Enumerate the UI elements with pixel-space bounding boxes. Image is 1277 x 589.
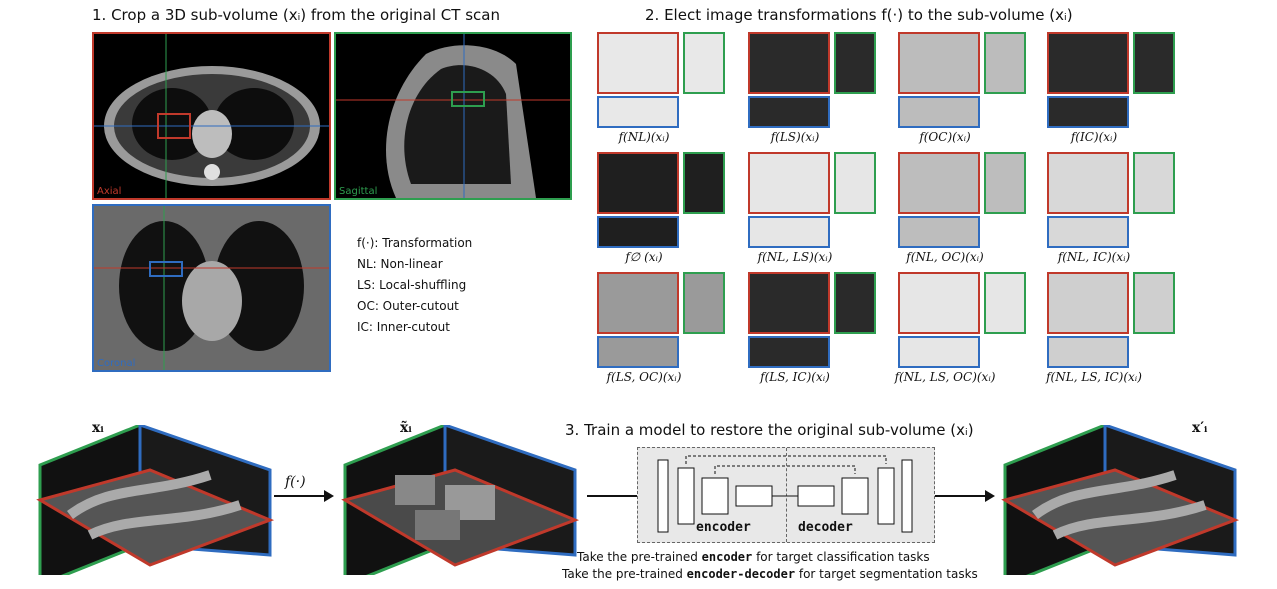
transform-sagittal-tile [834, 32, 876, 94]
transform-label: f(NL, LS)(xᵢ) [757, 250, 833, 264]
legend-item: NL: Non-linear [357, 257, 443, 271]
output-label: x′ᵢ [1192, 420, 1208, 436]
network-diagram: encoder decoder [637, 447, 935, 543]
step2-title: 2. Elect image transformations f(·) to t… [645, 6, 1073, 24]
transform-coronal-tile [898, 96, 980, 128]
transform-label: f(NL)(xᵢ) [618, 130, 670, 144]
transform-label: f∅ (xᵢ) [625, 250, 663, 264]
transform-label: f(NL, LS, IC)(xᵢ) [1046, 370, 1142, 384]
transform-coronal-tile [748, 216, 830, 248]
output-volume [1001, 425, 1240, 575]
coronal-view: Coronal [92, 204, 331, 372]
input-label: xᵢ [92, 420, 104, 436]
transform-coronal-tile [597, 216, 679, 248]
transform-axial-tile [1047, 272, 1129, 334]
transform-axial-tile [597, 272, 679, 334]
transform-sagittal-tile [984, 272, 1026, 334]
transform-axial-tile [1047, 32, 1129, 94]
transform-axial-tile [748, 152, 830, 214]
legend: f(·): Transformation NL: Non-linear LS: … [357, 236, 472, 341]
transform-coronal-tile [597, 336, 679, 368]
transform-sagittal-tile [1133, 152, 1175, 214]
transform-coronal-tile [898, 336, 980, 368]
transform-arrow-label: f(·) [285, 474, 306, 490]
input-volume [36, 425, 275, 575]
transform-coronal-tile [1047, 336, 1129, 368]
transform-axial-tile [597, 152, 679, 214]
transform-label: f(LS, OC)(xᵢ) [606, 370, 682, 384]
coronal-label: Coronal [97, 358, 136, 369]
legend-item: LS: Local-shuffling [357, 278, 467, 292]
transform-label: f(IC)(xᵢ) [1070, 130, 1118, 144]
step3-title: 3. Train a model to restore the original… [565, 421, 974, 439]
transform-sagittal-tile [984, 152, 1026, 214]
transform-sagittal-tile [834, 152, 876, 214]
transformed-volume [341, 425, 580, 575]
transformed-label: x̃ᵢ [400, 420, 412, 436]
transform-label: f(OC)(xᵢ) [919, 130, 971, 144]
transform-axial-tile [748, 272, 830, 334]
transform-sagittal-tile [984, 32, 1026, 94]
step1-title: 1. Crop a 3D sub-volume (xᵢ) from the or… [92, 6, 500, 24]
transform-axial-tile [898, 152, 980, 214]
transform-label: f(NL, OC)(xᵢ) [906, 250, 984, 264]
network-to-output-arrow [935, 490, 995, 502]
transform-sagittal-tile [683, 32, 725, 94]
encoder-label: encoder [696, 520, 751, 535]
transform-coronal-tile [748, 96, 830, 128]
transform-coronal-tile [898, 216, 980, 248]
transform-coronal-tile [748, 336, 830, 368]
legend-item: OC: Outer-cutout [357, 299, 459, 313]
transform-axial-tile [898, 32, 980, 94]
note-segmentation: Take the pre-trained encoder-decoder for… [562, 567, 978, 581]
note1-code: encoder [701, 550, 753, 564]
input-to-network-arrow [587, 495, 639, 497]
decoder-label: decoder [798, 520, 853, 535]
transform-coronal-tile [597, 96, 679, 128]
transform-axial-tile [597, 32, 679, 94]
note2-suffix: for target segmentation tasks [795, 567, 978, 581]
note1-text: Take the pre-trained [577, 550, 702, 564]
axial-view: Axial [92, 32, 331, 200]
transform-sagittal-tile [683, 152, 725, 214]
encoder-block [638, 448, 787, 542]
legend-item: IC: Inner-cutout [357, 320, 450, 334]
note2-code: encoder-decoder [686, 567, 796, 581]
transform-axial-tile [898, 272, 980, 334]
axial-label: Axial [97, 186, 122, 197]
transform-sagittal-tile [1133, 32, 1175, 94]
transform-arrow [274, 490, 334, 502]
note-classification: Take the pre-trained encoder for target … [577, 550, 930, 564]
legend-item: f(·): Transformation [357, 236, 473, 250]
transform-label: f(LS, IC)(xᵢ) [760, 370, 830, 384]
transform-sagittal-tile [1133, 272, 1175, 334]
transform-axial-tile [1047, 152, 1129, 214]
transform-label: f(NL, IC)(xᵢ) [1057, 250, 1131, 264]
note2-text: Take the pre-trained [562, 567, 687, 581]
transform-label: f(LS)(xᵢ) [770, 130, 820, 144]
transform-sagittal-tile [683, 272, 725, 334]
transform-coronal-tile [1047, 216, 1129, 248]
transform-sagittal-tile [834, 272, 876, 334]
transform-coronal-tile [1047, 96, 1129, 128]
transform-label: f(NL, LS, OC)(xᵢ) [894, 370, 996, 384]
note1-suffix: for target classification tasks [752, 550, 930, 564]
sagittal-view: Sagittal [334, 32, 572, 200]
transform-axial-tile [748, 32, 830, 94]
sagittal-label: Sagittal [339, 186, 378, 197]
